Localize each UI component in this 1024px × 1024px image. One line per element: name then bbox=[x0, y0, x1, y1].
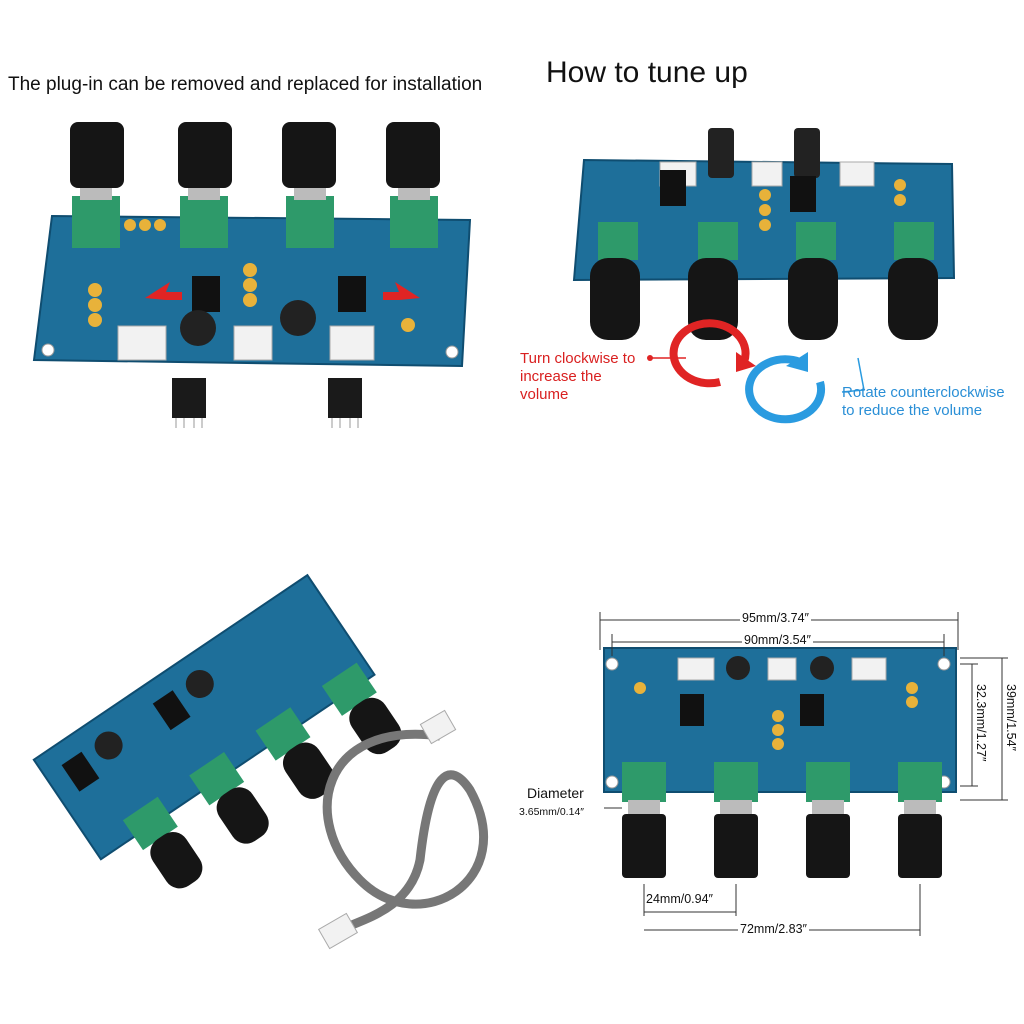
dim-diameter-label: Diameter bbox=[527, 785, 584, 801]
pot-3 bbox=[282, 122, 336, 248]
clockwise-line-2: increase the bbox=[520, 368, 602, 385]
counterclockwise-label: Rotate counterclockwise to reduce the vo… bbox=[842, 384, 1005, 420]
top-right-board bbox=[572, 128, 956, 340]
dim-hole-spacing: 90mm/3.54″ bbox=[742, 633, 813, 647]
clockwise-line-3: volume bbox=[520, 386, 569, 403]
dim-total-length: 95mm/3.74″ bbox=[740, 611, 811, 625]
connector-cable bbox=[317, 709, 488, 950]
counterclockwise-arrow-icon bbox=[745, 352, 865, 424]
tune-title: How to tune up bbox=[546, 56, 748, 89]
clockwise-line-1: Turn clockwise to bbox=[520, 350, 636, 367]
dim-knob-pitch: 24mm/0.94″ bbox=[646, 892, 713, 906]
pot-2 bbox=[178, 122, 232, 248]
removed-chip-1 bbox=[172, 378, 206, 428]
removed-chip-2 bbox=[328, 378, 362, 428]
plugin-caption: The plug-in can be removed and replaced … bbox=[8, 74, 483, 95]
counterclockwise-line-1: Rotate counterclockwise bbox=[842, 384, 1005, 401]
counterclockwise-line-2: to reduce the volume bbox=[842, 402, 983, 419]
pot-1 bbox=[70, 122, 124, 248]
dimension-lines bbox=[599, 612, 1008, 936]
top-left-board bbox=[32, 122, 472, 368]
dim-height: 39mm/1.54″ bbox=[1004, 684, 1018, 751]
dim-hole-height: 32.3mm/1.27″ bbox=[974, 684, 988, 762]
dim-knob-span: 72mm/2.83″ bbox=[738, 922, 809, 936]
dimension-board bbox=[603, 647, 957, 878]
clockwise-arrow-icon bbox=[647, 319, 756, 388]
dim-diameter-value: 3.65mm/0.14″ bbox=[519, 806, 584, 818]
pot-4 bbox=[386, 122, 440, 248]
clockwise-label: Turn clockwise to increase the volume bbox=[520, 350, 635, 404]
